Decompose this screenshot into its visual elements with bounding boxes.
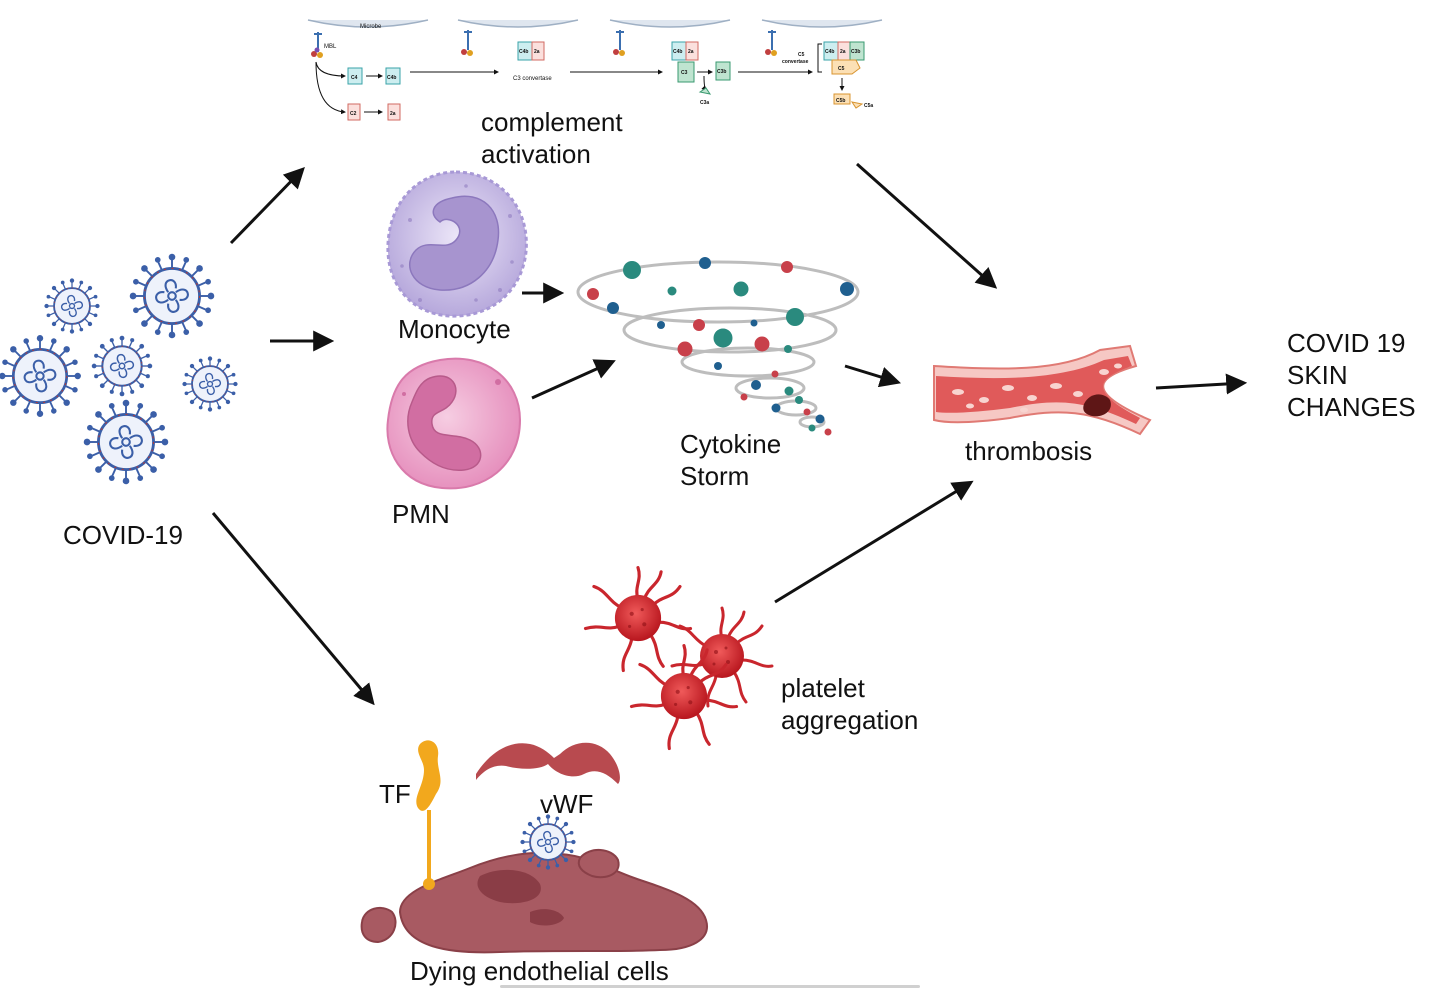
- c5b-label: C5b: [836, 98, 845, 104]
- svg-text:C4b: C4b: [825, 49, 834, 55]
- c5-convertase-label-1: C5: [798, 52, 805, 58]
- skin-changes-label: COVID 19 SKIN CHANGES: [1287, 328, 1416, 422]
- arrow-to-complement: [229, 166, 305, 245]
- cytokine-storm-label: Cytokine Storm: [680, 429, 782, 491]
- virus-icon: [43, 277, 101, 335]
- mbl-icon: [613, 30, 625, 56]
- virus-icon: [82, 398, 170, 486]
- svg-text:2a: 2a: [840, 49, 846, 55]
- c3a-label: C3a: [700, 100, 709, 106]
- covid-label: COVID-19: [63, 520, 183, 550]
- c4b-label: C4b: [387, 75, 396, 81]
- virus-icon: [519, 813, 577, 871]
- vwf-icon: [476, 742, 620, 784]
- arrows: [211, 162, 1248, 706]
- c5a-label: C5a: [864, 103, 873, 109]
- mbl-label: MBL: [324, 44, 337, 50]
- platelet-icon: [583, 566, 693, 673]
- svg-text:2a: 2a: [534, 49, 540, 55]
- monocyte-icon: [386, 170, 528, 318]
- tf-label: TF: [379, 779, 411, 809]
- complement-activation-label: complement activation: [481, 107, 623, 169]
- complement-cascade-panel: Microbe MBL C4 C4b C2 2a: [307, 19, 883, 121]
- virus-icon: [0, 333, 83, 419]
- c5-label: C5: [838, 66, 845, 72]
- arrow-to-skin-changes: [1155, 373, 1248, 395]
- platelet-aggregation-icon: [583, 566, 774, 751]
- scrollbar[interactable]: [500, 985, 920, 988]
- thrombosis-label: thrombosis: [965, 436, 1093, 466]
- arrow-pmn-to-storm: [531, 359, 616, 400]
- svg-text:2a: 2a: [688, 49, 694, 55]
- arrow-storm-to-thrombosis: [844, 364, 902, 388]
- virus-icon: [181, 355, 239, 413]
- svg-text:C4b: C4b: [519, 49, 528, 55]
- cytokine-storm-icon: [576, 257, 860, 436]
- arrow-to-endothelial: [211, 512, 375, 706]
- c4-label: C4: [351, 75, 358, 81]
- thrombosis-vessel-icon: [933, 344, 1152, 436]
- endothelial-label: Dying endothelial cells: [410, 956, 669, 986]
- microbe-label: Microbe: [360, 24, 382, 30]
- svg-text:C3b: C3b: [851, 49, 860, 55]
- virus-icon: [90, 334, 154, 398]
- c2a-label: 2a: [390, 111, 396, 117]
- mbl-icon: [765, 30, 777, 56]
- mbl-icon: [311, 32, 323, 58]
- pmn-label: PMN: [392, 499, 450, 529]
- c3-convertase-label: C3 convertase: [513, 76, 552, 82]
- mbl-icon: [461, 30, 473, 56]
- monocyte-label: Monocyte: [398, 314, 511, 344]
- platelet-aggregation-label: platelet aggregation: [781, 673, 919, 735]
- arrow-platelet-to-thrombosis: [774, 480, 974, 604]
- vwf-label: vWF: [540, 789, 594, 819]
- c3-label: C3: [681, 70, 688, 76]
- c5-convertase-label-2: convertase: [782, 59, 809, 65]
- virus-icon: [128, 252, 216, 340]
- arrow-complement-to-thrombosis: [856, 162, 998, 289]
- endothelial-cells-icon: [360, 849, 708, 954]
- c2-label: C2: [350, 111, 357, 117]
- c3b-label: C3b: [717, 69, 726, 75]
- covid-virus-cluster: [0, 252, 239, 486]
- tf-icon: [416, 740, 441, 890]
- svg-text:C4b: C4b: [673, 49, 682, 55]
- pmn-icon: [386, 357, 522, 490]
